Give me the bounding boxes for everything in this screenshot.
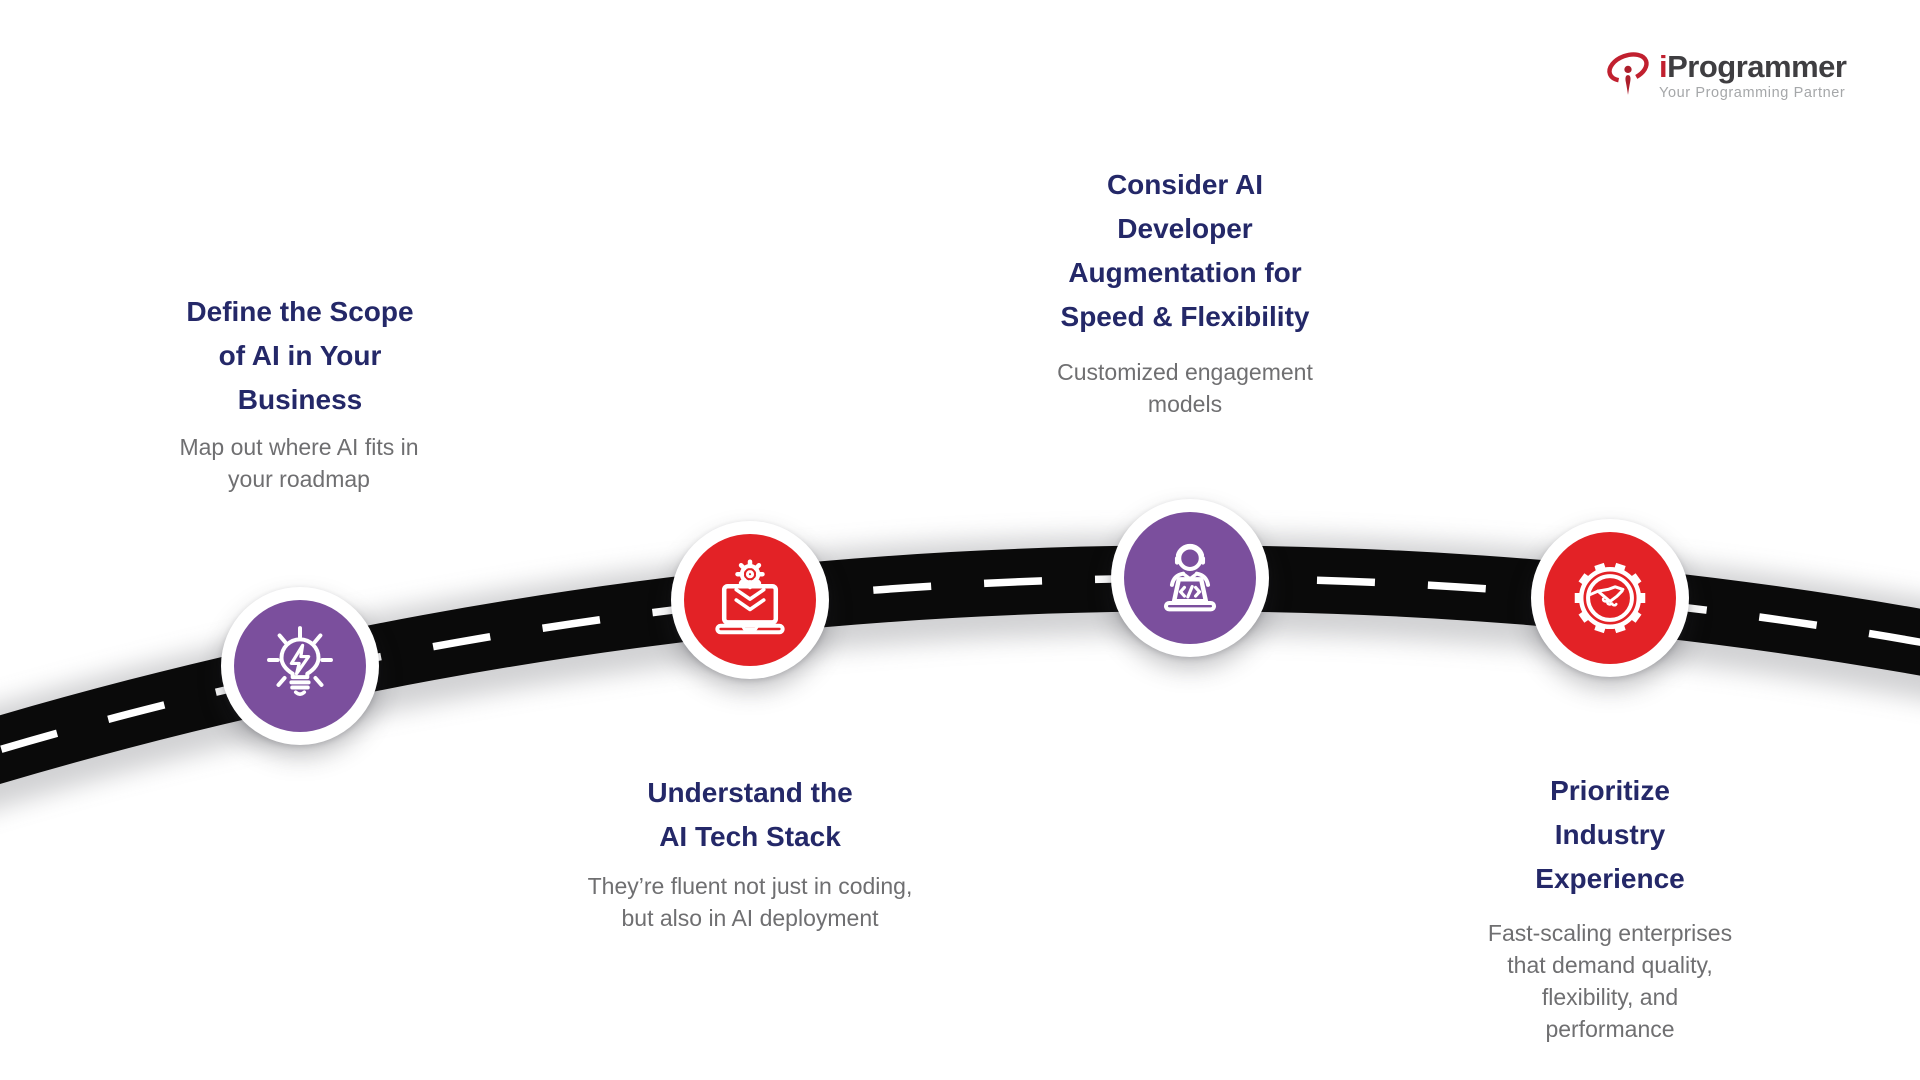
milestone-node-4 [1531,519,1689,677]
developer-at-laptop-icon [1147,535,1233,621]
subtitle-line: Fast-scaling enterprises [1487,920,1733,946]
gear-handshake-icon [1567,555,1653,641]
subtitle-line: but also in AI deployment [621,905,879,931]
milestone-circle-2 [684,534,816,666]
milestone-subtitle-3: Customized engagement models [1057,356,1313,420]
iprogrammer-logo: iProgrammer Your Programming Partner [1604,49,1847,108]
lightbulb-bolt-icon [257,623,343,709]
logo-text: iProgrammer Your Programming Partner [1659,49,1847,102]
title-line: Business [237,384,363,415]
milestone-title-2: Understand the AI Tech Stack [647,771,852,859]
title-line: Industry [1554,819,1666,850]
title-line: Prioritize [1550,775,1670,806]
title-line: of AI in Your [218,340,382,371]
milestone-node-2 [671,521,829,679]
milestone-circle-4 [1544,532,1676,664]
subtitle-line: your roadmap [228,466,370,492]
milestone-node-1 [221,587,379,745]
subtitle-line: They’re fluent not just in coding, [587,873,913,899]
title-line: Developer [1117,213,1253,244]
iprogrammer-logo-icon [1607,52,1649,95]
road-center-dashes [0,574,1920,754]
subtitle-line: that demand quality, [1507,952,1713,978]
milestone-title-3: Consider AI Developer Augmentation for S… [1061,163,1310,339]
logo-brand-i: i [1659,49,1668,84]
logo-brand-rest: Programmer [1667,49,1847,84]
title-line: Augmentation for [1068,257,1302,288]
laptop-gear-deployment-icon [707,557,793,643]
milestone-subtitle-4: Fast-scaling enterprises that demand qua… [1488,917,1732,1045]
milestone-node-3 [1111,499,1269,657]
subtitle-line: Map out where AI fits in [179,434,419,460]
milestone-subtitle-1: Map out where AI fits in your roadmap [179,431,418,495]
milestone-title-1: Define the Scope of AI in Your Business [186,290,413,422]
milestone-circle-1 [234,600,366,732]
milestone-title-4: Prioritize Industry Experience [1535,769,1684,901]
subtitle-line: performance [1545,1016,1675,1042]
milestone-subtitle-2: They’re fluent not just in coding, but a… [588,870,913,934]
logo-tagline: Your Programming Partner [1659,85,1846,101]
title-line: Experience [1535,863,1685,894]
subtitle-line: models [1147,391,1223,417]
title-line: Speed & Flexibility [1060,301,1310,332]
title-line: Understand the [647,777,853,808]
title-line: AI Tech Stack [659,821,841,852]
title-line: Consider AI [1106,169,1264,200]
title-line: Define the Scope [186,296,414,327]
logo-brand: iProgrammer [1659,49,1847,84]
milestone-circle-3 [1124,512,1256,644]
subtitle-line: flexibility, and [1541,984,1679,1010]
subtitle-line: Customized engagement [1057,359,1313,385]
